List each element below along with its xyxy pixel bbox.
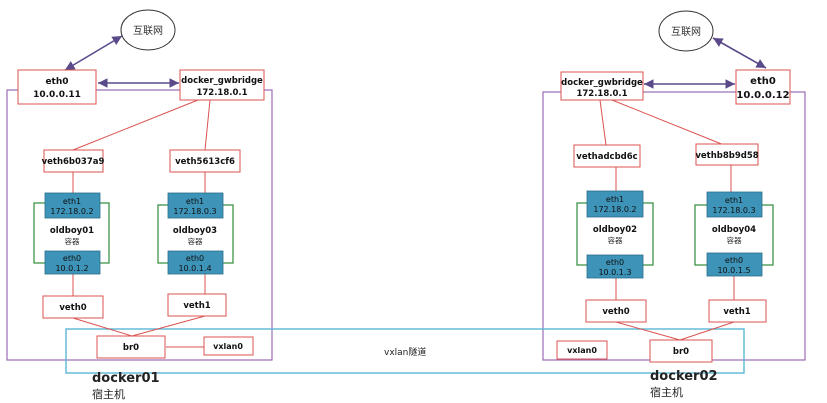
right-vxlan0-node: vxlan0 [556,340,608,360]
left-gwbridge-node: docker_gwbridge 172.18.0.1 [179,69,265,101]
right-eth0-node: eth0 10.0.0.12 [735,69,791,105]
oldboy01-eth0-name: eth0 [63,254,81,263]
left-gwbridge-name: docker_gwbridge [181,76,263,86]
oldboy01-eth1-name: eth1 [63,197,81,206]
left-host-name: docker01 [92,371,160,386]
left-vxlan0-node: vxlan0 [203,336,254,356]
right-veth-b-node: vethb8b9d58 [695,143,759,166]
right-veth1-label: veth1 [723,307,750,317]
right-br0-node: br0 [649,339,713,363]
right-vxlan0-label: vxlan0 [567,346,597,355]
oldboy04-name: oldboy04 [712,225,756,235]
oldboy02-eth0-ip: 10.0.1.3 [598,268,631,277]
right-host-name: docker02 [650,369,718,384]
oldboy02-eth1-ip: 172.18.0.2 [593,205,636,214]
oldboy01-eth1 [44,192,101,219]
container-oldboy03: eth1 172.18.0.3 oldboy03 容器 eth0 10.0.1.… [157,192,234,275]
vxlan-tunnel [65,328,745,374]
left-veth0-node: veth0 [42,295,104,319]
right-br0-label: br0 [673,347,689,357]
left-veth-a-node: veth6b037a9 [42,149,105,173]
container-oldboy02: eth1 172.18.0.2 oldboy02 容器 eth0 10.0.1.… [576,190,654,279]
right-veth-a-node: vethadcbd6c [573,144,641,168]
oldboy01-eth0-ip: 10.0.1.2 [55,264,88,273]
left-veth-b-label: veth5613cf6 [175,157,235,167]
left-br0-label: br0 [123,343,139,353]
oldboy02-eth0-name: eth0 [606,258,624,267]
left-veth1-node: veth1 [167,293,227,317]
oldboy04-kind: 容器 [727,235,742,245]
container-oldboy04: eth1 172.18.0.3 oldboy04 容器 eth0 10.0.1.… [694,191,774,277]
arrow-eth0-internet-left [64,35,123,71]
left-eth0-node: eth0 10.0.0.11 [17,69,97,105]
left-eth0-ip: 10.0.0.11 [33,90,81,100]
oldboy04-eth0-ip: 10.0.1.5 [717,266,750,275]
oldboy02-eth1-name: eth1 [606,195,624,204]
oldboy01-kind: 容器 [65,236,80,246]
right-veth0-node: veth0 [585,299,647,323]
oldboy01-eth1-ip: 172.18.0.2 [50,207,93,216]
oldboy03-eth1-ip: 172.18.0.3 [173,207,216,216]
arrow-eth0-internet-right [712,37,767,69]
oldboy04-eth0-name: eth0 [725,256,743,265]
oldboy02-kind: 容器 [608,235,623,245]
oldboy03-name: oldboy03 [173,226,217,236]
right-eth0-ip: 10.0.0.12 [736,90,789,101]
right-gwbridge-ip: 172.18.0.1 [576,89,627,99]
oldboy03-eth0 [167,250,224,275]
left-br0-node: br0 [96,335,166,359]
right-host-role: 宿主机 [650,385,683,399]
oldboy04-eth1 [706,191,763,218]
oldboy04-eth1-ip: 172.18.0.3 [712,206,755,215]
oldboy02-name: oldboy02 [593,225,637,235]
oldboy02-eth0 [586,254,644,279]
oldboy02-eth1 [586,190,644,218]
right-gwbridge-name: docker_gwbridge [561,78,643,88]
oldboy04-eth0 [706,252,763,277]
right-veth0-label: veth0 [602,307,629,317]
internet-cloud-right [658,10,714,52]
oldboy03-eth1 [167,192,224,219]
right-veth-a-label: vethadcbd6c [576,152,637,162]
connectors [72,99,735,348]
right-eth0-name: eth0 [750,76,776,87]
internet-cloud-left [120,9,176,51]
left-veth0-label: veth0 [59,303,86,313]
right-gwbridge-node: docker_gwbridge 172.18.0.1 [560,71,644,101]
oldboy03-eth1-name: eth1 [186,197,204,206]
internet-label-right: 互联网 [671,26,701,38]
host-left-frame [6,89,273,361]
left-host-role: 宿主机 [92,387,125,401]
left-veth-b-node: veth5613cf6 [169,149,241,173]
left-veth-a-label: veth6b037a9 [42,157,105,167]
oldboy03-eth0-name: eth0 [186,254,204,263]
oldboy01-name: oldboy01 [50,226,94,236]
right-veth1-node: veth1 [708,299,767,323]
oldboy03-kind: 容器 [188,236,203,246]
oldboy04-eth1-name: eth1 [725,196,743,205]
oldboy01-eth0 [44,250,101,275]
oldboy03-eth0-ip: 10.0.1.4 [178,264,211,273]
vxlan-tunnel-label: vxlan隧道 [384,346,426,358]
left-veth1-label: veth1 [183,301,210,311]
left-gwbridge-ip: 172.18.0.1 [196,88,247,98]
container-oldboy01: eth1 172.18.0.2 oldboy01 容器 eth0 10.0.1.… [33,192,110,275]
left-eth0-name: eth0 [45,77,68,87]
internet-label-left: 互联网 [133,25,163,37]
left-vxlan0-label: vxlan0 [213,342,243,351]
right-veth-b-label: vethb8b9d58 [695,151,758,161]
